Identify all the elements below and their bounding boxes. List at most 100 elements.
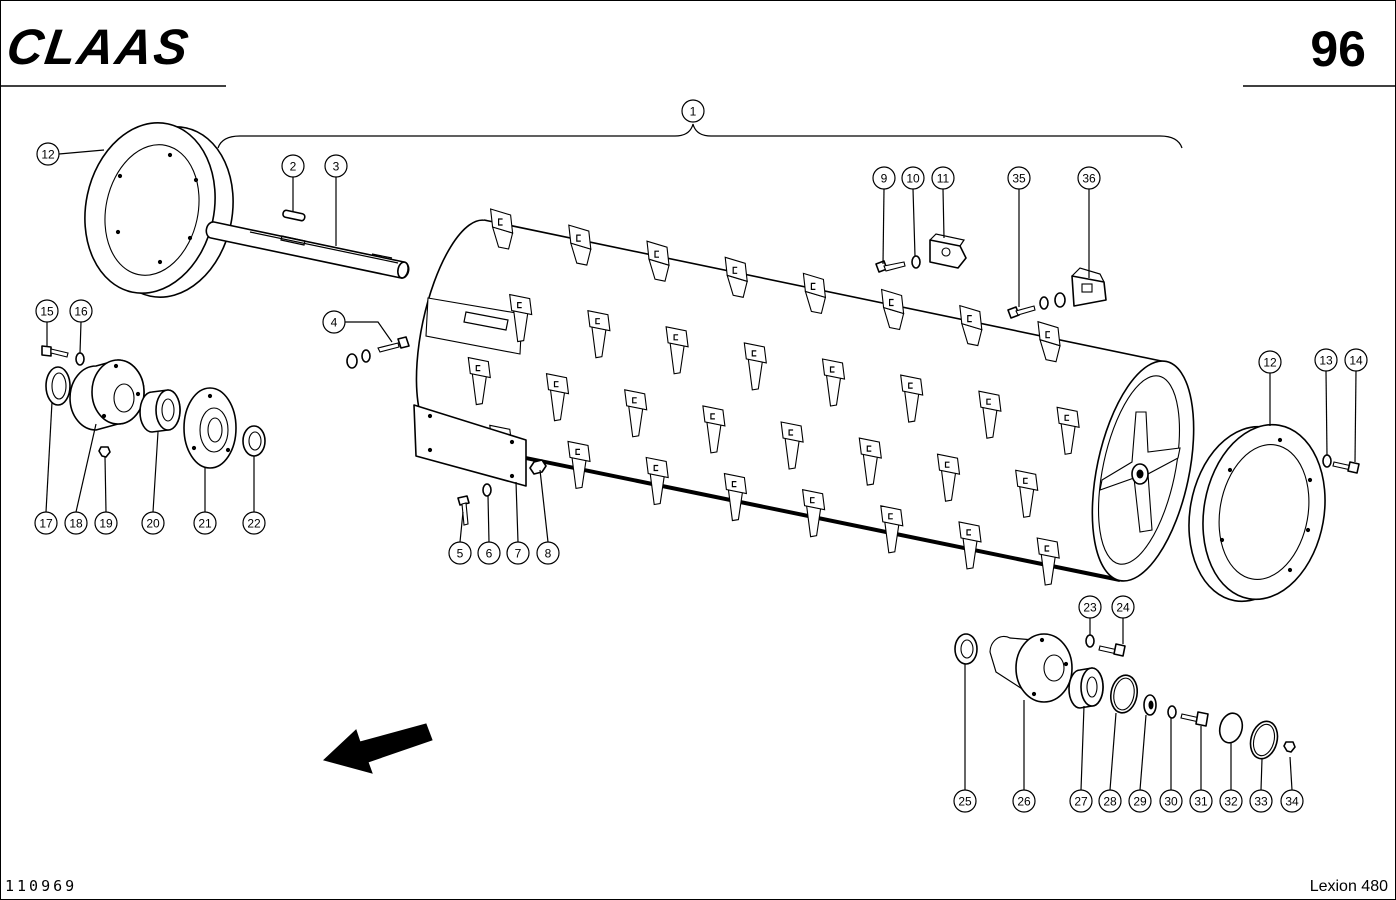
rotor-tooth — [509, 293, 533, 343]
callout-26: 26 — [1012, 789, 1036, 813]
leader-line-17 — [45, 401, 53, 513]
rotor-tooth — [858, 437, 882, 486]
nut-8 — [529, 459, 547, 475]
leader-line-12 — [58, 149, 105, 155]
callout-circle — [1012, 789, 1036, 813]
rotor-tooth — [959, 304, 983, 347]
callout-number: 8 — [545, 547, 552, 561]
rotor-tooth — [958, 521, 982, 570]
callout-circle — [69, 299, 93, 323]
callout-number: 26 — [1017, 795, 1031, 809]
leader-line-27 — [1080, 705, 1085, 791]
leader-line-16 — [79, 321, 82, 354]
callout-circle — [94, 511, 118, 535]
callout-4: 4 — [322, 310, 346, 334]
callout-circle — [1249, 789, 1273, 813]
callout-13: 13 — [1314, 348, 1338, 372]
flange-housing-26 — [989, 633, 1073, 703]
flange-housing-18 — [69, 359, 145, 431]
rotor-tooth — [545, 373, 570, 422]
leader-line-9 — [882, 188, 885, 265]
cover-disc-32 — [1218, 712, 1244, 744]
rotor-tooth — [900, 374, 924, 423]
callout-number: 15 — [40, 305, 54, 319]
bolt-14 — [1332, 461, 1360, 474]
callout-2: 2 — [281, 154, 305, 178]
callout-number: 29 — [1133, 795, 1147, 809]
rotor-tooth — [665, 326, 689, 375]
rotor-tooth — [702, 405, 726, 454]
rotor-tooth — [724, 256, 748, 298]
rotor-tooth — [1056, 406, 1080, 455]
callout-number: 28 — [1103, 795, 1117, 809]
leader-line-10 — [912, 188, 916, 257]
bracket-36 — [1071, 267, 1107, 307]
rotor-tooth — [568, 224, 592, 266]
callout-30: 30 — [1159, 789, 1183, 813]
callout-number: 21 — [198, 517, 212, 531]
callout-17: 17 — [34, 511, 58, 535]
rotor-tooth — [1036, 537, 1060, 586]
washer-29 — [1143, 694, 1157, 716]
callout-number: 24 — [1116, 601, 1130, 615]
callout-number: 22 — [247, 517, 261, 531]
seal-22 — [242, 425, 266, 457]
bolt-24 — [1098, 643, 1126, 657]
callout-number: 27 — [1074, 795, 1088, 809]
washer-23 — [1085, 634, 1095, 648]
rotor-tooth — [467, 356, 491, 406]
callout-34: 34 — [1280, 789, 1304, 813]
callout-27: 27 — [1069, 789, 1093, 813]
callout-36: 36 — [1077, 166, 1101, 190]
callout-number: 31 — [1194, 795, 1208, 809]
bolt-35 — [1007, 305, 1036, 319]
leader-line-29 — [1139, 714, 1147, 791]
rotor-tooth — [821, 358, 846, 407]
end-ring-left — [84, 122, 234, 298]
callout-circle — [1128, 789, 1152, 813]
callout-22: 22 — [242, 511, 266, 535]
header: CLAAS 96 — [0, 19, 1396, 87]
callout-32: 32 — [1219, 789, 1243, 813]
callout-number: 4 — [331, 316, 338, 330]
leader-line-28 — [1109, 712, 1117, 791]
leader-line-34 — [1289, 756, 1293, 791]
nut-35b — [1054, 292, 1066, 308]
bolt-4 — [377, 336, 410, 353]
callout-circle — [64, 511, 88, 535]
leader-line-19 — [104, 456, 107, 513]
callout-circle — [931, 166, 955, 190]
callout-circle — [536, 541, 560, 565]
washer-6 — [482, 483, 492, 497]
callout-circle — [1258, 350, 1282, 374]
callout-3: 3 — [324, 154, 348, 178]
callout-circle — [1111, 595, 1135, 619]
bolt-15 — [41, 345, 69, 358]
leader-line-13 — [1325, 370, 1328, 456]
callout-circle — [35, 299, 59, 323]
callout-19: 19 — [94, 511, 118, 535]
callout-15: 15 — [35, 299, 59, 323]
callout-circle — [322, 310, 346, 334]
callout-circle — [141, 511, 165, 535]
callout-23: 23 — [1078, 595, 1102, 619]
rotor-tooth — [1037, 320, 1061, 363]
callout-circle — [1077, 166, 1101, 190]
leader-line-7 — [515, 481, 519, 543]
callout-1: 1 — [681, 99, 705, 123]
callout-circle — [1007, 166, 1031, 190]
callout-25: 25 — [953, 789, 977, 813]
callout-24: 24 — [1111, 595, 1135, 619]
leader-line-11 — [942, 188, 945, 239]
callout-28: 28 — [1098, 789, 1122, 813]
washer-16 — [75, 352, 85, 366]
rotor-tooth — [624, 389, 648, 438]
callout-circle — [1219, 789, 1243, 813]
grease-nipple-19 — [98, 446, 111, 458]
callout-circle — [1069, 789, 1093, 813]
callout-14: 14 — [1344, 348, 1368, 372]
callout-number: 20 — [146, 517, 160, 531]
end-ring-right — [1188, 423, 1326, 603]
callout-circle — [477, 541, 501, 565]
